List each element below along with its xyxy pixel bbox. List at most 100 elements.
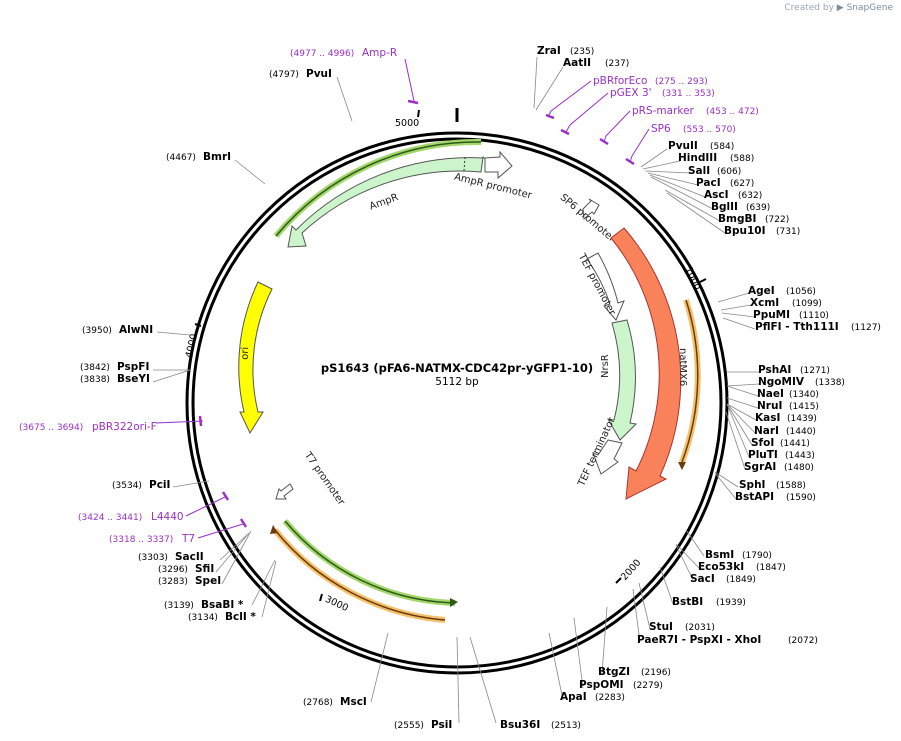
tick-3000: [319, 593, 323, 602]
site-bsu36i-pos: (2513): [551, 721, 581, 731]
site-bglii-pos: (639): [746, 203, 770, 213]
site-asci: AscI: [704, 189, 729, 201]
lower-orange-highlight: [272, 528, 446, 623]
feature-natmx6[interactable]: [610, 227, 682, 500]
site-naei: NaeI: [757, 388, 784, 400]
site-leaders: [152, 56, 760, 724]
site-pspomi: PspOMI: [579, 679, 624, 691]
site-nrui: NruI: [757, 400, 782, 412]
site-pluti-pos: (1443): [785, 451, 815, 461]
site-bmgbi: BmgBI: [718, 213, 756, 225]
site-xcmi-pos: (1099): [792, 299, 822, 309]
feature-sp6-promoter[interactable]: [582, 198, 600, 221]
site-pspfi-pos: (3842): [80, 363, 110, 373]
credit-brand: SnapGene: [846, 3, 893, 13]
site-aatii-pos: (237): [605, 59, 629, 69]
site-stui-pos: (2031): [685, 623, 715, 633]
snapgene-credit: Created by ▶ SnapGene: [784, 3, 893, 13]
feature-t7-promoter[interactable]: [275, 483, 294, 500]
tick-label-1000: 1000: [683, 265, 703, 292]
site-ppumi-pos: (1110): [799, 311, 829, 321]
site-sfoi: SfoI: [751, 437, 774, 449]
primer-prs-name: pRS-marker: [632, 105, 695, 117]
primer-ampr-mark: [407, 99, 419, 105]
site-saci-pos: (1849): [726, 575, 756, 585]
site-sfii-pos: (3296): [158, 565, 188, 575]
site-sacii: SacII: [175, 551, 204, 563]
site-bpu10i: Bpu10I: [724, 225, 766, 237]
lower-orange-line: [274, 529, 446, 621]
lower-green-arrowhead: [450, 598, 458, 607]
site-eco53ki-pos: (1847): [756, 563, 786, 573]
sp6-promoter-label: SP6 promoter: [558, 192, 618, 245]
primers: (4977 .. 4996) Amp-R pBRforEco (275 .. 2…: [19, 47, 759, 545]
site-pspomi-pos: (2279): [633, 681, 663, 691]
tick-label-5000: 5000: [395, 118, 419, 129]
feature-tef-promoter[interactable]: [586, 252, 625, 321]
site-eco53ki: Eco53kI: [698, 561, 744, 573]
primer-pbr322ori-name: pBR322ori-F: [92, 421, 157, 433]
site-hindiii: HindIII: [678, 152, 717, 164]
site-agei: AgeI: [748, 285, 775, 297]
site-agei-pos: (1056): [786, 287, 816, 297]
primer-l4440-mark: [221, 491, 230, 501]
site-sfii: SfiI: [195, 563, 214, 575]
primer-sp6-leader: [629, 128, 650, 163]
site-bpu10i-pos: (731): [776, 227, 800, 237]
site-pvuii-pos: (584): [710, 142, 734, 152]
site-ngomiv: NgoMIV: [758, 376, 805, 388]
site-hindiii-pos: (588): [730, 154, 754, 164]
site-spei: SpeI: [195, 575, 221, 587]
tick-label-4000: 4000: [184, 333, 200, 359]
primer-sp6-range: (553 .. 570): [683, 125, 736, 135]
primer-ampr-name: Amp-R: [362, 47, 397, 59]
primer-pbrforeco-mark: [545, 113, 555, 120]
ampr-label: AmpR: [368, 192, 400, 213]
natmx6-label: natMX6: [677, 348, 688, 386]
site-psii: PsiI: [431, 719, 452, 731]
primer-t7-name: T7: [181, 533, 195, 545]
site-nari: NarI: [754, 425, 779, 437]
feature-nrsr[interactable]: [607, 319, 638, 441]
site-bglii: BglII: [711, 201, 738, 213]
site-bseyi-pos: (3838): [80, 375, 110, 385]
feature-ampr-promoter[interactable]: [484, 150, 513, 180]
site-alwni: AlwNI: [119, 324, 153, 336]
site-zrai: ZraI: [537, 45, 561, 57]
primer-pbrforeco-leader: [547, 80, 592, 118]
site-pflfi-tth111i: PflFI - Tth111I: [755, 321, 839, 333]
feature-tef-terminator[interactable]: [592, 439, 623, 475]
site-pspfi: PspFI: [117, 361, 149, 373]
site-bmgbi-pos: (722): [765, 215, 789, 225]
site-sali: SalI: [688, 165, 710, 177]
site-pshai-pos: (1271): [800, 366, 830, 376]
site-asci-pos: (632): [738, 191, 762, 201]
site-apai-pos: (2283): [595, 693, 625, 703]
tick-label-3000: 3000: [323, 594, 350, 614]
site-ppumi: PpuMI: [753, 309, 790, 321]
site-pflfi-tth111i-pos: (1127): [851, 323, 881, 333]
tick-5000: [417, 109, 420, 118]
site-paci: PacI: [696, 177, 721, 189]
site-aatii: AatII: [563, 57, 591, 69]
site-bsu36i: Bsu36I: [500, 719, 540, 731]
site-bstbi: BstBI: [672, 596, 703, 608]
primer-pbr322ori-range: (3675 .. 3694): [19, 423, 83, 433]
primer-t7-mark: [239, 518, 248, 528]
site-paer7i-pspxi-xhoi: PaeR7I - PspXI - XhoI: [637, 634, 761, 646]
feature-ori[interactable]: [238, 281, 273, 435]
tick-4000: [194, 323, 202, 327]
site-psii-pos: (2555): [394, 721, 424, 731]
site-pcii: PciI: [149, 479, 170, 491]
site-nrui-pos: (1415): [789, 402, 819, 412]
primer-pgex-leader: [565, 92, 609, 133]
site-apai: ApaI: [560, 691, 587, 703]
primer-pgex-mark: [560, 128, 570, 136]
site-paer7i-pspxi-xhoi-pos: (2072): [788, 636, 818, 646]
site-pluti: PluTI: [748, 449, 778, 461]
site-bseyi: BseYI: [117, 373, 150, 385]
primer-sp6-mark: [625, 157, 635, 166]
site-btgzi-pos: (2196): [641, 668, 671, 678]
site-alwni-pos: (3950): [82, 326, 112, 336]
backbone: [185, 108, 729, 675]
